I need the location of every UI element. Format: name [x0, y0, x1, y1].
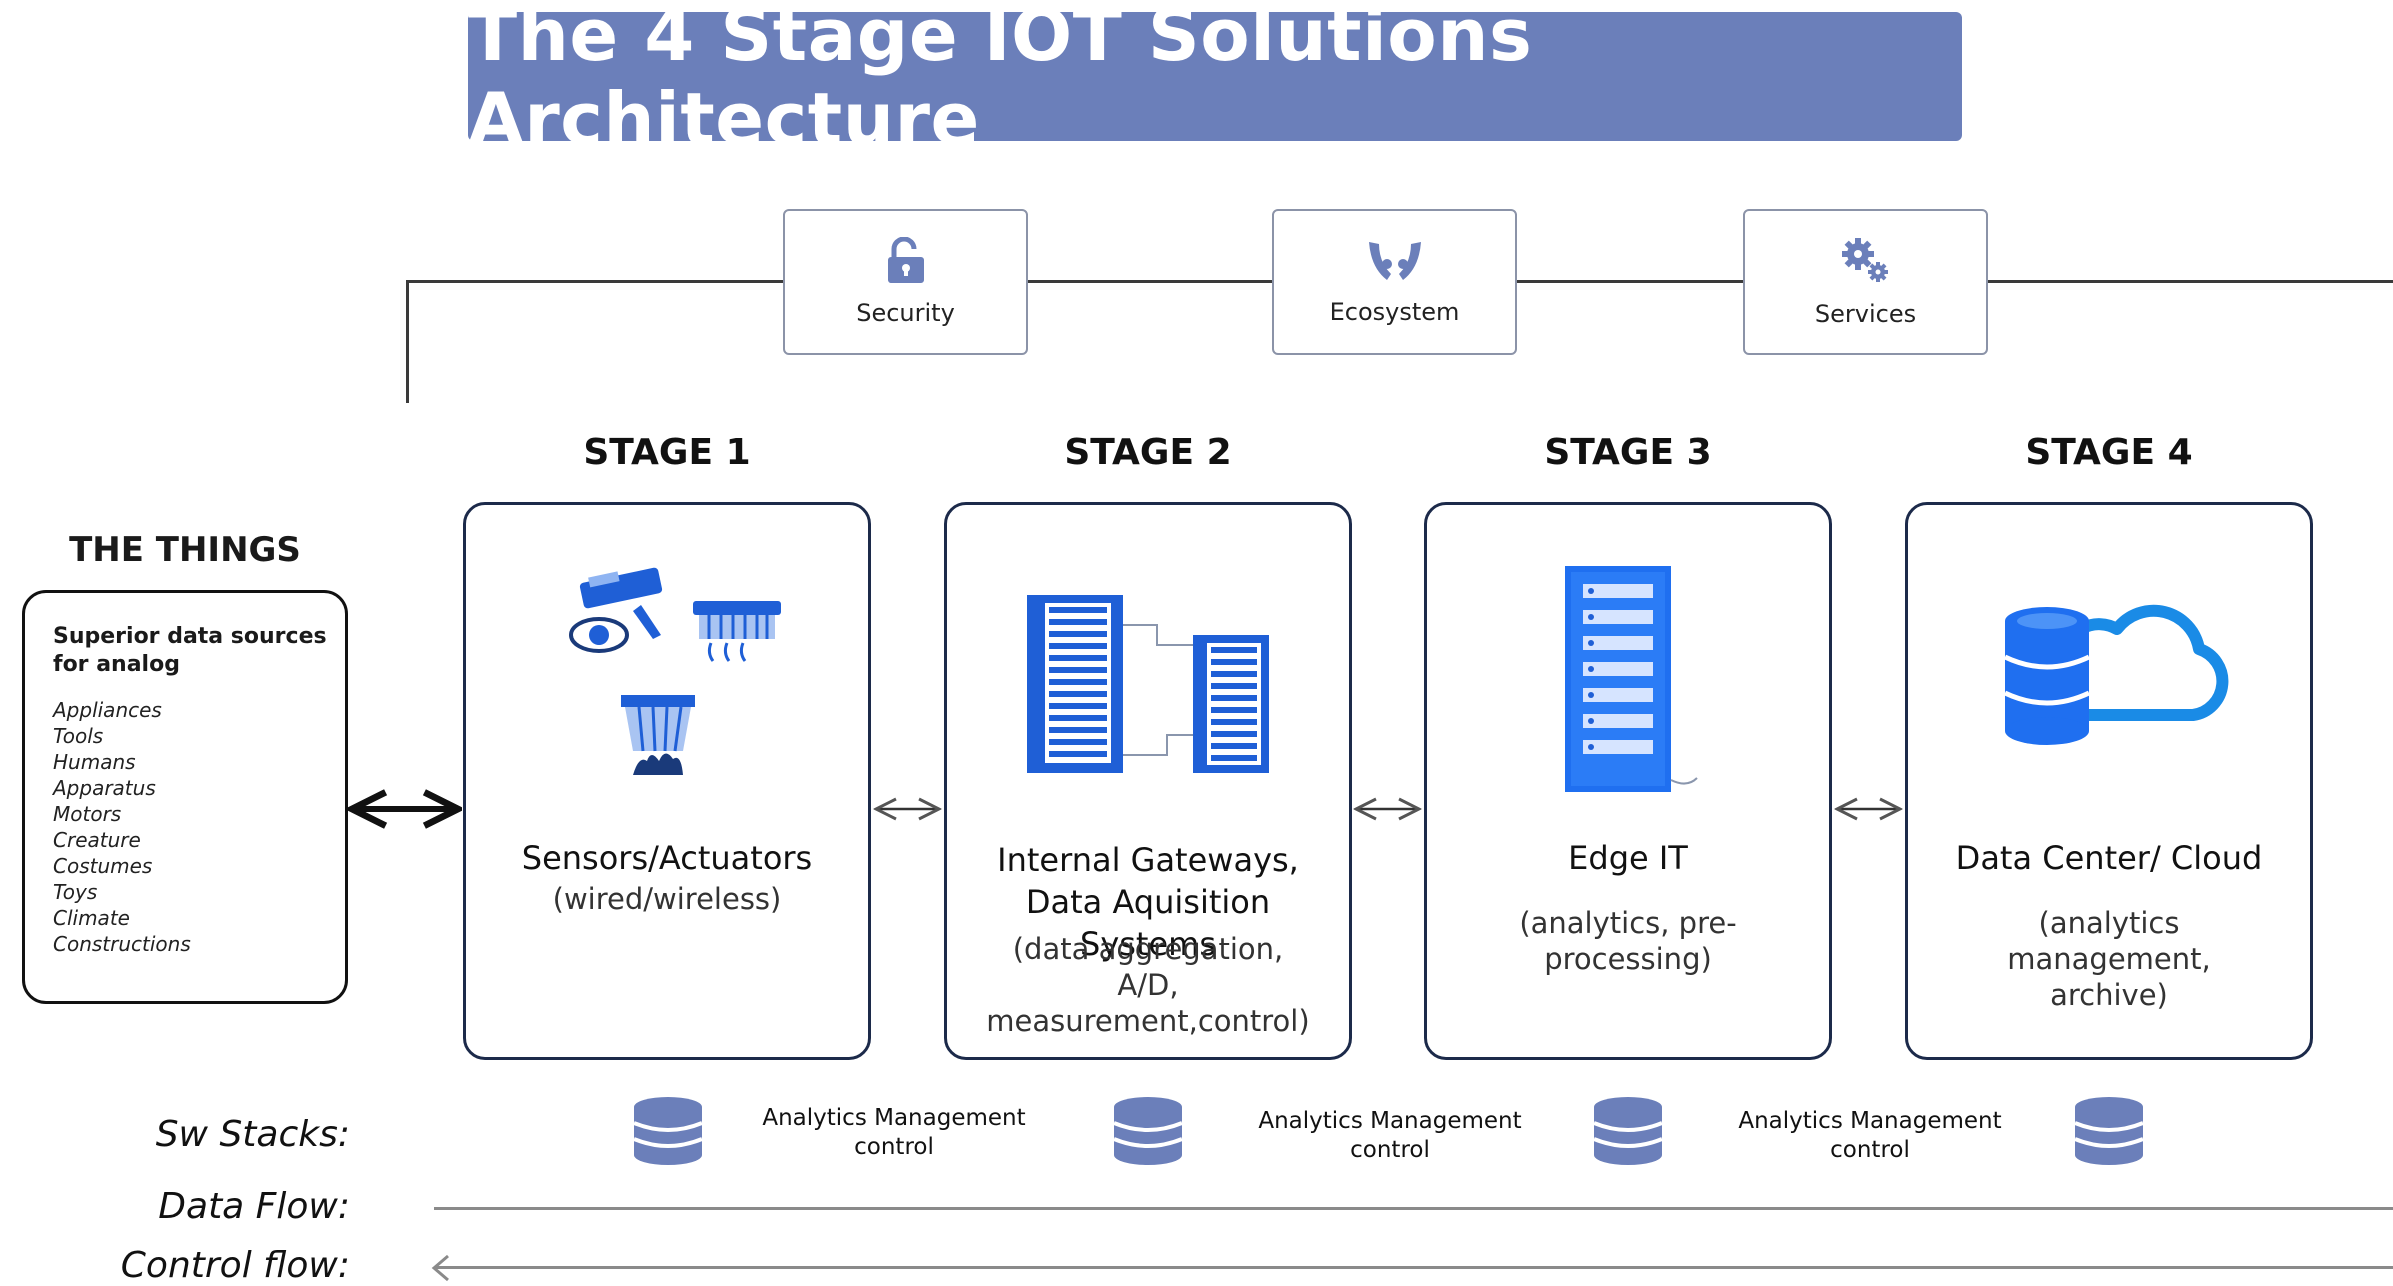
hands-icon	[1368, 242, 1421, 280]
crosscut-drop-line	[406, 280, 409, 403]
stage-1-title: STAGE 1	[583, 432, 751, 473]
stage-4-sub-text: (analytics management, archive)	[2007, 906, 2211, 1012]
unlock-icon	[887, 237, 924, 283]
ecosystem-label: Ecosystem	[1329, 298, 1460, 326]
stage-1-sub: (wired/wireless)	[552, 882, 782, 916]
stage-1-name: Sensors/Actuators	[521, 839, 813, 877]
stage-2-box: Internal Gateways, Data Aquisition Syste…	[944, 502, 1352, 1060]
stage-2-sub: (data aggregation, A/D, measurement,cont…	[947, 931, 1349, 1039]
things-box: Superior data sources for analog Applian…	[22, 590, 348, 1004]
analytics-text-2: Analytics Management control	[1258, 1108, 1522, 1163]
things-heading: Superior data sources for analog	[53, 624, 327, 677]
stage-2-title: STAGE 2	[1064, 432, 1232, 473]
database-cloud-icon	[2003, 604, 2229, 745]
database-stack-icon	[633, 1097, 703, 1165]
security-box: Security	[783, 209, 1028, 355]
list-item: Creature	[53, 828, 141, 852]
list-item: Constructions	[53, 932, 191, 956]
security-label: Security	[856, 299, 955, 327]
server-cabinet-icon	[1193, 635, 1269, 773]
analytics-text-3: Analytics Management control	[1738, 1108, 2002, 1163]
stage-4-box: Data Center/ Cloud (analytics management…	[1905, 502, 2313, 1060]
gears-icon	[1841, 238, 1888, 282]
stage-3-name: Edge IT	[1568, 839, 1688, 877]
sw-stacks-label: Sw Stacks:	[155, 1114, 350, 1155]
list-item: Climate	[53, 906, 130, 930]
database-stack-icon	[1593, 1097, 1663, 1165]
control-flow-line	[436, 1266, 2393, 1269]
database-icon	[2003, 607, 2091, 745]
sensors-actuators-icon	[569, 567, 781, 775]
title-banner: The 4 Stage IOT Solutions Architecture	[468, 0, 1962, 161]
security-camera-icon	[569, 567, 663, 653]
stage-2-name: Internal Gateways, Data Aquisition Syste…	[947, 839, 1349, 965]
stage-2-sub-text: (data aggregation, A/D, measurement,cont…	[986, 932, 1310, 1038]
control-flow-label: Control flow:	[120, 1245, 350, 1286]
list-item: Toys	[53, 880, 98, 904]
database-stack-icon	[1113, 1097, 1183, 1165]
stage-3-sub-text: (analytics, pre-processing)	[1519, 906, 1737, 976]
stage-2-name-text: Internal Gateways, Data Aquisition Syste…	[997, 841, 1299, 963]
things-title: THE THINGS	[69, 530, 301, 570]
database-stack-icon	[2074, 1097, 2144, 1165]
stage-4-name: Data Center/ Cloud	[1955, 839, 2263, 877]
services-box: Services	[1743, 209, 1988, 355]
fire-actuator-icon	[621, 695, 695, 775]
data-flow-line	[434, 1207, 2393, 1210]
list-item: Tools	[53, 724, 104, 748]
stage-3-title: STAGE 3	[1544, 432, 1712, 473]
services-label: Services	[1814, 300, 1917, 328]
page-title: The 4 Stage IOT Solutions Architecture	[468, 0, 1533, 161]
data-flow-label: Data Flow:	[158, 1186, 350, 1227]
control-flow-arrowhead	[431, 1254, 449, 1282]
things-list: Appliances Tools Humans Apparatus Motors…	[53, 697, 191, 957]
list-item: Motors	[53, 802, 122, 826]
server-rack-icon	[1565, 566, 1698, 792]
stage-3-box: Edge IT (analytics, pre-processing)	[1424, 502, 1832, 1060]
server-cabinet-icon	[1027, 595, 1123, 773]
stage-1-box: Sensors/Actuators (wired/wireless)	[463, 502, 871, 1060]
stage-4-title: STAGE 4	[2025, 432, 2193, 473]
analytics-text-1: Analytics Management control	[762, 1105, 1026, 1160]
list-item: Appliances	[53, 698, 162, 722]
ecosystem-box: Ecosystem	[1272, 209, 1517, 355]
gateway-servers-icon	[1027, 595, 1269, 773]
stage-4-sub: (analytics management, archive)	[1908, 905, 2310, 1013]
list-item: Humans	[53, 750, 136, 774]
stage-3-sub: (analytics, pre-processing)	[1427, 905, 1829, 977]
detector-icon	[693, 601, 781, 662]
list-item: Apparatus	[53, 776, 156, 800]
list-item: Costumes	[53, 854, 153, 878]
